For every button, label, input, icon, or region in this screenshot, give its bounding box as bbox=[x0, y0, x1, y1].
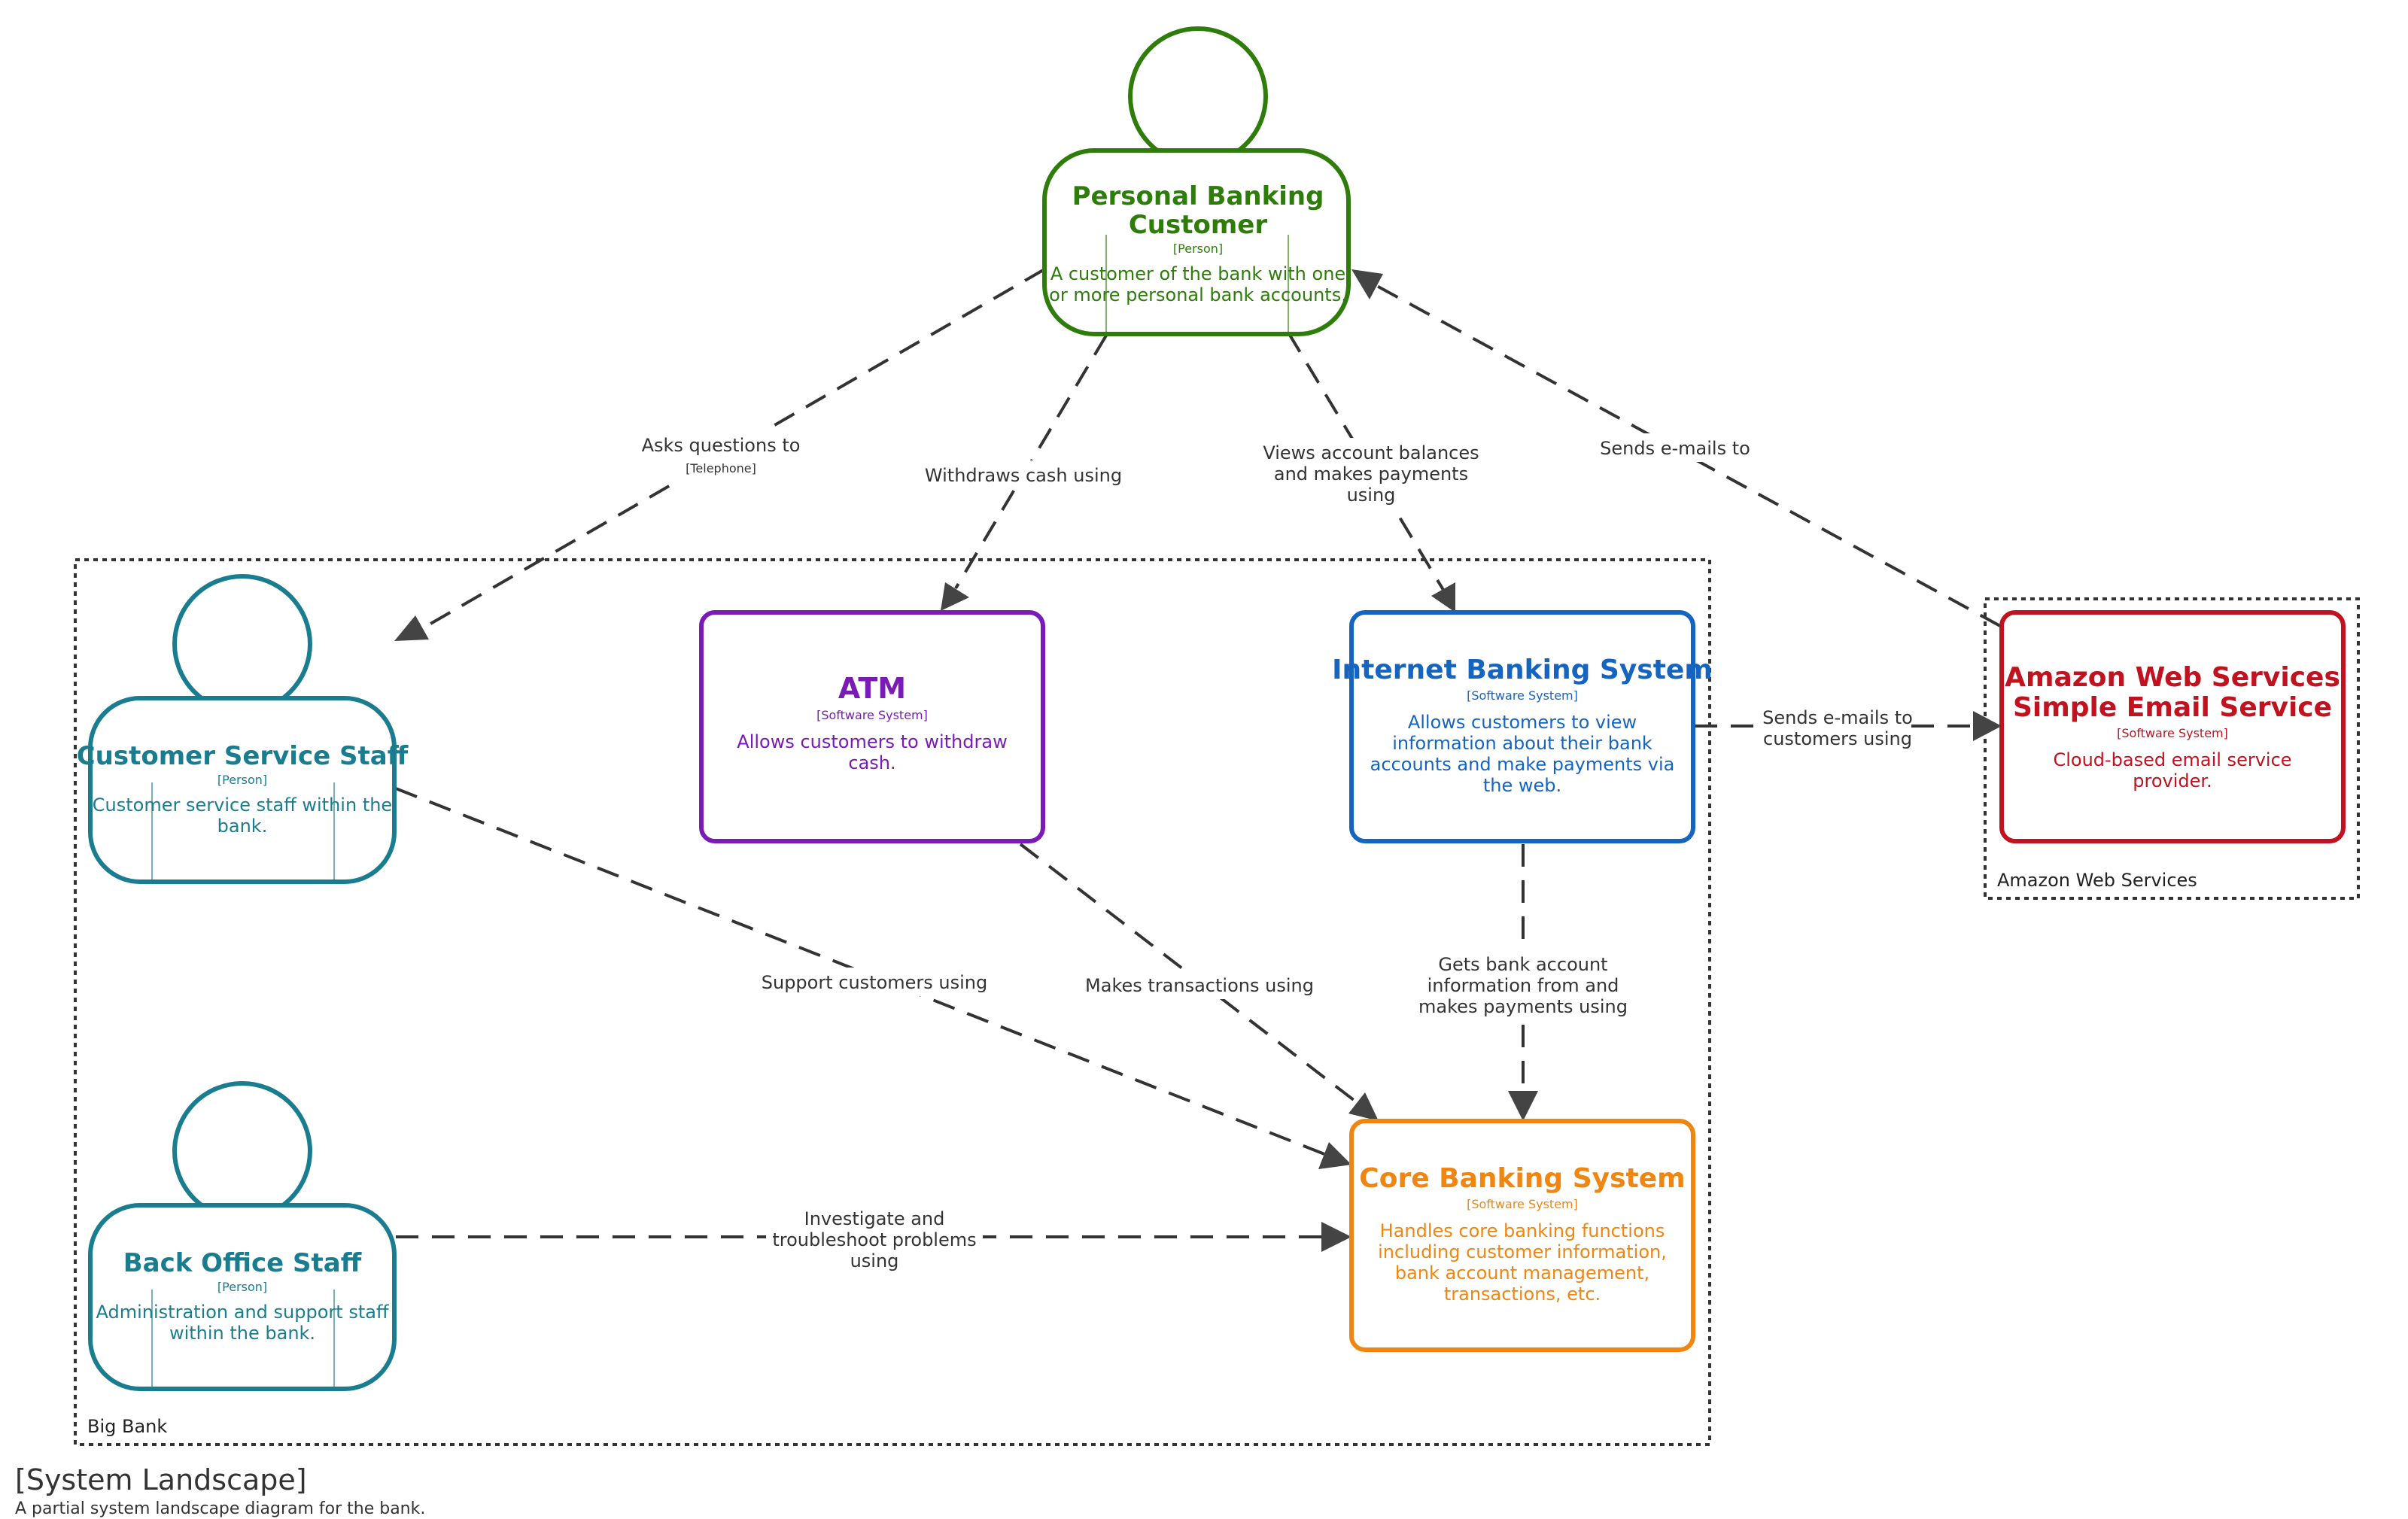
person-customer-service-staff[interactable]: Customer Service Staff [Person] Customer… bbox=[77, 574, 409, 884]
aws-ses-desc-1: Cloud-based email service bbox=[2053, 749, 2291, 770]
rel-gets-account-info-label-3: makes payments using bbox=[1418, 996, 1628, 1017]
personal-customer-desc-2: or more personal bank accounts. bbox=[1049, 284, 1347, 305]
rel-makes-transactions-arrowhead bbox=[1348, 1092, 1379, 1121]
rel-asks-questions-arrowhead bbox=[394, 615, 429, 641]
person-head-icon bbox=[172, 574, 312, 714]
aws-boundary: Amazon Web Services bbox=[1984, 597, 2360, 900]
rel-asks-questions-label: Asks questions to bbox=[642, 435, 801, 456]
rel-sends-emails-to-label: Sends e-mails to bbox=[1600, 438, 1750, 459]
big-bank-boundary: Big Bank bbox=[74, 558, 1711, 1446]
rel-sends-emails-to-arrowhead bbox=[1351, 269, 1383, 299]
person-head-icon bbox=[172, 1081, 312, 1221]
rel-investigate-label-2: troubleshoot problems bbox=[772, 1229, 976, 1250]
person-personal-banking-customer[interactable]: Personal Banking Customer [Person] A cus… bbox=[1042, 26, 1351, 336]
aws-ses-name-1: Amazon Web Services bbox=[2005, 662, 2340, 693]
person-body bbox=[1042, 148, 1351, 336]
rel-gets-account-info-label-1: Gets bank account bbox=[1438, 954, 1607, 975]
core-banking-desc-1: Handles core banking functions bbox=[1380, 1220, 1665, 1241]
back-office-staff-desc-2: within the bank. bbox=[169, 1323, 315, 1344]
relationship-lines bbox=[394, 268, 2002, 1252]
back-office-staff-type: [Person] bbox=[217, 1280, 267, 1294]
person-body bbox=[88, 1203, 397, 1391]
rel-asks-questions-line bbox=[421, 268, 1045, 630]
rel-views-balances-label-3: using bbox=[1347, 485, 1396, 506]
rel-support-customers-line bbox=[395, 787, 1325, 1156]
internet-banking-box bbox=[1349, 610, 1695, 843]
diagram-description: A partial system landscape diagram for t… bbox=[15, 1499, 425, 1518]
rel-views-balances-label-2: and makes payments bbox=[1274, 463, 1468, 485]
aws-ses-type: [Software System] bbox=[2117, 726, 2228, 740]
customer-service-staff-name: Customer Service Staff bbox=[77, 741, 409, 771]
internet-banking-desc-4: the web. bbox=[1483, 775, 1561, 796]
rel-investigate-label-3: using bbox=[850, 1250, 899, 1271]
atm-name: ATM bbox=[838, 672, 906, 705]
person-back-office-staff[interactable]: Back Office Staff [Person] Administratio… bbox=[88, 1081, 397, 1391]
personal-customer-type: [Person] bbox=[1173, 242, 1223, 256]
system-atm[interactable]: ATM [Software System] Allows customers t… bbox=[699, 610, 1045, 843]
personal-customer-name-2: Customer bbox=[1129, 210, 1267, 240]
back-office-staff-name: Back Office Staff bbox=[123, 1248, 362, 1278]
internet-banking-desc-3: accounts and make payments via bbox=[1370, 754, 1675, 775]
internet-banking-type: [Software System] bbox=[1467, 688, 1578, 703]
system-core-banking[interactable]: Core Banking System [Software System] Ha… bbox=[1349, 1119, 1695, 1352]
core-banking-desc-2: including customer information, bbox=[1378, 1241, 1667, 1262]
rel-investigate-label-1: Investigate and bbox=[804, 1208, 945, 1229]
rel-sends-emails-using-label-1: Sends e-mails to bbox=[1762, 707, 1913, 728]
aws-boundary-label: Amazon Web Services bbox=[1997, 870, 2197, 891]
internet-banking-desc-2: information about their bank bbox=[1392, 733, 1652, 754]
atm-type: [Software System] bbox=[816, 708, 928, 722]
back-office-staff-desc-1: Administration and support staff bbox=[96, 1302, 389, 1323]
relationship-labels: Asks questions to [Telephone] Withdraws … bbox=[634, 430, 1913, 1279]
diagram-title: [System Landscape] bbox=[15, 1463, 307, 1496]
rel-views-balances-label-1: Views account balances bbox=[1263, 442, 1479, 463]
internet-banking-desc-1: Allows customers to view bbox=[1408, 712, 1637, 733]
aws-ses-desc-2: provider. bbox=[2133, 770, 2212, 791]
rel-views-balances-arrowhead bbox=[1431, 582, 1455, 612]
internet-banking-name: Internet Banking System bbox=[1332, 655, 1713, 685]
personal-customer-name-1: Personal Banking bbox=[1072, 181, 1324, 211]
core-banking-desc-4: transactions, etc. bbox=[1444, 1284, 1601, 1305]
customer-service-staff-desc-2: bank. bbox=[217, 816, 268, 837]
rel-sends-emails-using-label-2: customers using bbox=[1763, 728, 1912, 749]
rel-makes-transactions-label: Makes transactions using bbox=[1085, 975, 1314, 996]
core-banking-type: [Software System] bbox=[1467, 1197, 1578, 1211]
customer-service-staff-type: [Person] bbox=[217, 773, 267, 787]
rel-gets-account-info-arrowhead bbox=[1508, 1091, 1538, 1121]
customer-service-staff-desc-1: Customer service staff within the bbox=[93, 794, 392, 816]
person-body bbox=[88, 696, 397, 884]
aws-ses-name-2: Simple Email Service bbox=[2013, 692, 2332, 723]
rel-withdraws-cash-label: Withdraws cash using bbox=[925, 465, 1122, 486]
system-aws-ses[interactable]: Amazon Web Services Simple Email Service… bbox=[1999, 610, 2346, 843]
rel-sends-emails-using-arrowhead bbox=[1973, 711, 2002, 741]
big-bank-boundary-label: Big Bank bbox=[87, 1416, 167, 1437]
rel-investigate-arrowhead bbox=[1321, 1222, 1351, 1252]
rel-withdraws-cash-arrowhead bbox=[941, 582, 969, 611]
core-banking-desc-3: bank account management, bbox=[1395, 1262, 1649, 1284]
atm-desc-2: cash. bbox=[848, 752, 895, 773]
core-banking-box bbox=[1349, 1119, 1695, 1352]
aws-ses-box bbox=[1999, 610, 2346, 843]
rel-support-customers-label: Support customers using bbox=[762, 972, 987, 993]
atm-desc-1: Allows customers to withdraw bbox=[737, 731, 1007, 752]
personal-customer-desc-1: A customer of the bank with one bbox=[1050, 263, 1345, 284]
atm-box bbox=[699, 610, 1045, 843]
rel-support-customers-arrowhead bbox=[1318, 1142, 1351, 1169]
system-internet-banking[interactable]: Internet Banking System [Software System… bbox=[1332, 610, 1713, 843]
core-banking-name: Core Banking System bbox=[1359, 1163, 1685, 1194]
rel-gets-account-info-label-2: information from and bbox=[1427, 975, 1619, 996]
person-head-icon bbox=[1128, 26, 1268, 166]
rel-sends-emails-to-line bbox=[1373, 283, 2001, 627]
rel-asks-questions-tech: [Telephone] bbox=[686, 461, 756, 475]
